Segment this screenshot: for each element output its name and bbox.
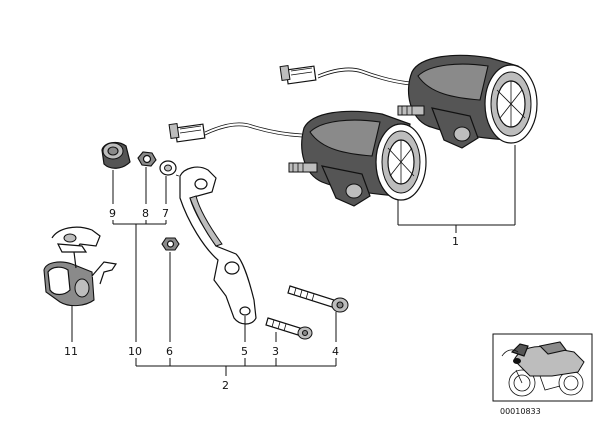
washer [159,160,177,176]
diagram-id: 00010833 [500,407,541,416]
lamp-front [168,110,427,207]
support-bracket [179,166,257,325]
hex-nut-small [137,151,157,167]
callout-10: 10 [128,345,142,358]
bolt-short [265,317,313,340]
lens-rear [484,64,538,144]
callout-8: 8 [142,207,149,220]
callout-1: 1 [452,235,459,248]
connector-front [168,122,206,143]
callout-11: 11 [64,345,78,358]
leader-group-1 [397,145,516,233]
callout-2: 2 [222,379,229,392]
callout-4: 4 [332,345,339,358]
lamp-rear [279,54,538,149]
callout-9: 9 [109,207,116,220]
callout-7: 7 [162,207,169,220]
lens-front [375,123,427,201]
hex-nut [161,237,180,251]
clamp-assembly [43,226,118,307]
motorcycle-thumbnail [492,333,593,402]
stud-rear [397,105,425,116]
connector-rear [279,64,317,85]
callout-6: 6 [166,345,173,358]
rubber-cap [101,141,131,169]
callout-3: 3 [272,345,279,358]
stud-front [288,162,318,173]
callout-5: 5 [241,345,248,358]
bolt-long [287,285,349,313]
